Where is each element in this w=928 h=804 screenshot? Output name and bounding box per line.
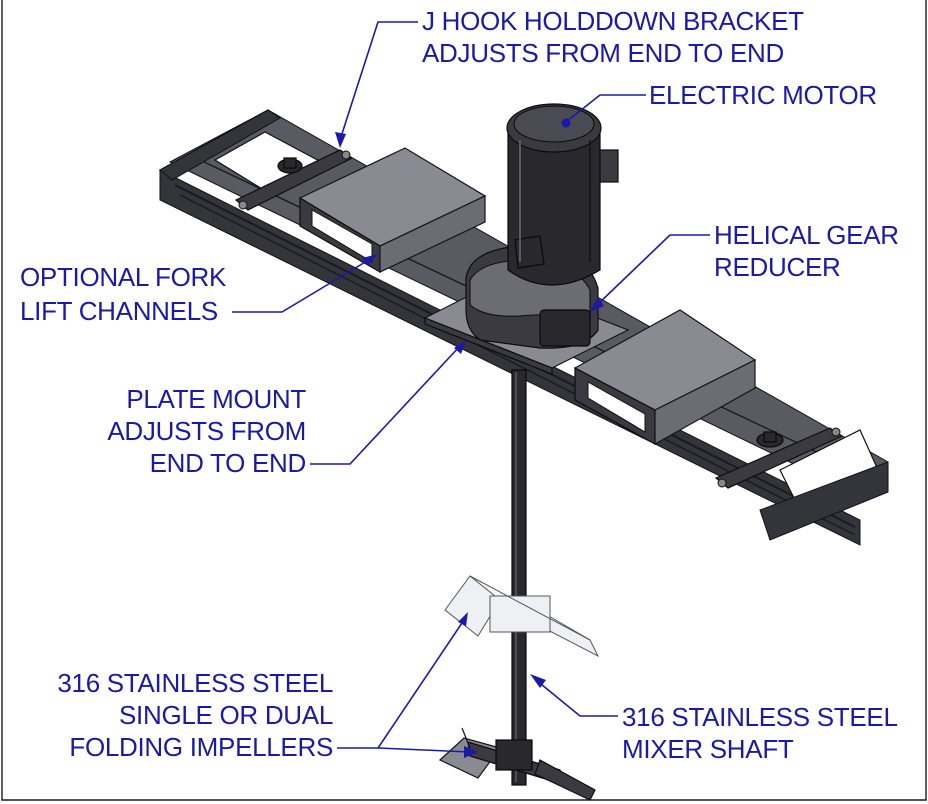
callout-fork-lift-line1: OPTIONAL FORK [20, 262, 227, 292]
arrow-fork-lift [362, 254, 378, 266]
leader-impeller-lower [377, 747, 471, 753]
arrow-gear-reducer [590, 297, 604, 312]
cross-bar-left [159, 109, 281, 181]
arrow-impeller-lower [464, 746, 478, 758]
mount-plate-edge [424, 317, 553, 375]
callout-j-hook: J HOOK HOLDDOWN BRACKET ADJUSTS FROM END… [422, 6, 804, 68]
callout-plate-mount-line3: END TO END [150, 448, 306, 478]
fork-lift-channel-right [573, 309, 757, 446]
arrow-impeller-upper [458, 612, 468, 626]
leader-electric-motor [565, 94, 646, 123]
callout-electric-motor: ELECTRIC MOTOR [649, 80, 877, 110]
mixer-shaft [511, 369, 527, 786]
callout-electric-motor-line1: ELECTRIC MOTOR [649, 80, 877, 110]
callout-gear-reducer: HELICAL GEAR REDUCER [714, 220, 899, 282]
callout-impellers: 316 STAINLESS STEEL SINGLE OR DUAL FOLDI… [57, 668, 333, 762]
electric-motor-body [506, 103, 619, 286]
arrow-j-hook [335, 132, 346, 148]
callout-impellers-line3: FOLDING IMPELLERS [69, 732, 333, 762]
j-hook-bracket-left [234, 149, 354, 211]
j-hook-bracket-right [714, 427, 844, 489]
callout-impellers-line1: 316 STAINLESS STEEL [57, 668, 333, 698]
callout-gear-reducer-line1: HELICAL GEAR [714, 220, 899, 250]
callout-mixer-shaft: 316 STAINLESS STEEL MIXER SHAFT [622, 702, 898, 764]
upper-impeller [444, 575, 600, 658]
leader-plate-mount [310, 345, 461, 465]
callout-plate-mount: PLATE MOUNT ADJUSTS FROM END TO END [107, 384, 306, 478]
leader-mixer-shaft [535, 679, 618, 717]
callout-plate-mount-line1: PLATE MOUNT [126, 384, 306, 414]
callout-j-hook-line2: ADJUSTS FROM END TO END [422, 38, 784, 68]
fork-lift-channel-left [298, 147, 487, 274]
leader-j-hook [339, 21, 418, 141]
leader-impeller-upper [337, 619, 465, 749]
callout-plate-mount-line2: ADJUSTS FROM [107, 416, 306, 446]
lower-impeller [438, 727, 596, 801]
callout-gear-reducer-line2: REDUCER [714, 252, 840, 282]
callout-fork-lift: OPTIONAL FORK LIFT CHANNELS [20, 262, 227, 326]
callout-mixer-shaft-line1: 316 STAINLESS STEEL [622, 702, 898, 732]
callout-j-hook-line1: J HOOK HOLDDOWN BRACKET [422, 6, 804, 36]
cross-bar-right [759, 461, 889, 541]
leader-gear-reducer [595, 234, 710, 307]
callout-mixer-shaft-line2: MIXER SHAFT [622, 734, 794, 764]
arrow-plate-mount [454, 340, 466, 354]
callout-impellers-line2: SINGLE OR DUAL [119, 700, 333, 730]
dot-electric-motor [561, 118, 571, 128]
leader-fork-lift [232, 257, 373, 313]
leader-lines [232, 21, 710, 758]
callout-fork-lift-line2: LIFT CHANNELS [20, 296, 218, 326]
arrow-mixer-shaft [530, 674, 546, 688]
